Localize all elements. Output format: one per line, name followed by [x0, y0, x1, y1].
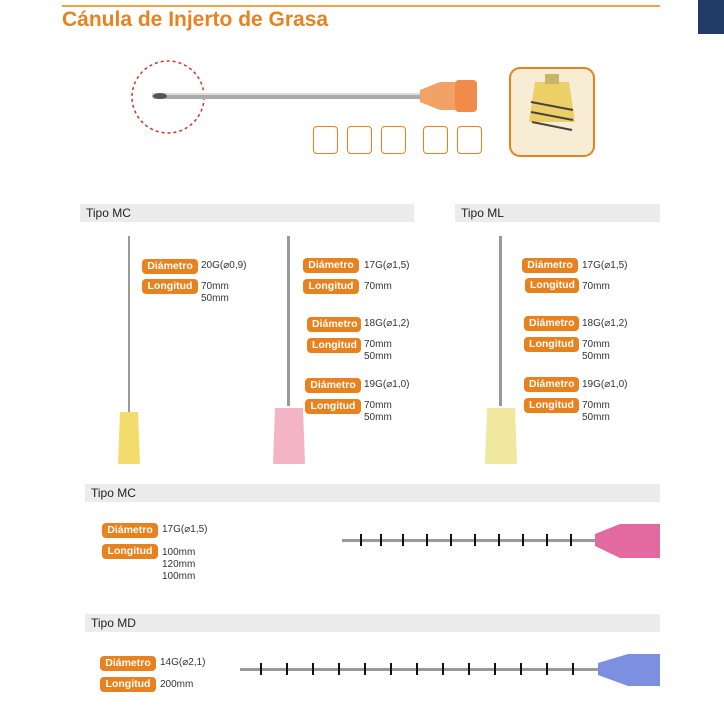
diameter-tag: Diámetro	[102, 523, 158, 538]
length-tag: Longitud	[102, 544, 158, 559]
section-mc-mid-header: Tipo MC	[85, 484, 660, 502]
hero-cannula-illustration	[131, 60, 595, 157]
length-tag: Longitud	[305, 399, 361, 414]
length-value: 50mm	[364, 412, 392, 423]
diameter-tag: Diámetro	[142, 259, 198, 274]
diameter-value: 17G(⌀1,5)	[364, 260, 410, 271]
section-md-header: Tipo MD	[85, 614, 660, 632]
diameter-value: 18G(⌀1,2)	[582, 318, 628, 329]
diameter-tag: Diámetro	[524, 377, 579, 392]
length-value: 70mm	[364, 400, 392, 411]
diameter-tag: Diámetro	[522, 258, 578, 273]
length-value: 70mm	[582, 400, 610, 411]
length-value: 50mm	[582, 351, 610, 362]
length-value: 120mm	[162, 559, 196, 570]
diameter-value: 17G(⌀1,5)	[582, 260, 628, 271]
length-value: 70mm	[201, 281, 229, 292]
length-value: 50mm	[364, 351, 392, 362]
length-tag: Longitud	[524, 337, 579, 352]
length-value: 70mm	[364, 281, 392, 292]
length-tag: Longitud	[524, 398, 579, 413]
length-tag: Longitud	[525, 278, 579, 293]
length-value: 70mm	[364, 339, 392, 350]
diameter-value: 19G(⌀1,0)	[364, 379, 410, 390]
diameter-value: 17G(⌀1,5)	[162, 524, 208, 535]
cannula-hub-icon-1	[423, 126, 448, 154]
diameter-tag: Diámetro	[524, 316, 579, 331]
section-mc-top-header: Tipo MC	[80, 204, 414, 222]
diameter-tag: Diámetro	[100, 656, 156, 671]
diameter-tag: Diámetro	[303, 258, 359, 273]
cannula-tip-icon-1	[313, 126, 338, 154]
length-value: 70mm	[582, 281, 610, 292]
cannula-hub-icon-2	[457, 126, 482, 154]
cannula-tip-icon-3	[381, 126, 406, 154]
diameter-tag: Diámetro	[307, 317, 361, 332]
diameter-value: 20G(⌀0,9)	[201, 260, 247, 271]
cannula-mc-horizontal-image	[342, 524, 660, 558]
cannula-md-horizontal-image	[240, 654, 660, 686]
corner-tab	[698, 0, 724, 34]
cannula-20g-image	[118, 236, 140, 464]
length-value: 70mm	[582, 339, 610, 350]
length-value: 100mm	[162, 571, 196, 582]
cannula-17g-image	[273, 236, 305, 464]
length-tag: Longitud	[303, 279, 359, 294]
diameter-tag: Diámetro	[305, 378, 361, 393]
length-value: 200mm	[160, 679, 194, 690]
length-tag: Longitud	[142, 279, 198, 294]
diameter-value: 14G(⌀2,1)	[160, 657, 206, 668]
title-rule	[62, 5, 660, 7]
cannula-tip-icon-2	[347, 126, 372, 154]
length-value: 50mm	[582, 412, 610, 423]
length-value: 100mm	[162, 547, 196, 558]
diameter-value: 19G(⌀1,0)	[582, 379, 628, 390]
diameter-value: 18G(⌀1,2)	[364, 318, 410, 329]
length-tag: Longitud	[307, 338, 361, 353]
cannula-ml-image	[485, 236, 517, 464]
length-value: 50mm	[201, 293, 229, 304]
page-title: Cánula de Injerto de Grasa	[62, 8, 329, 31]
length-tag: Longitud	[100, 677, 156, 692]
section-ml-header: Tipo ML	[455, 204, 660, 222]
